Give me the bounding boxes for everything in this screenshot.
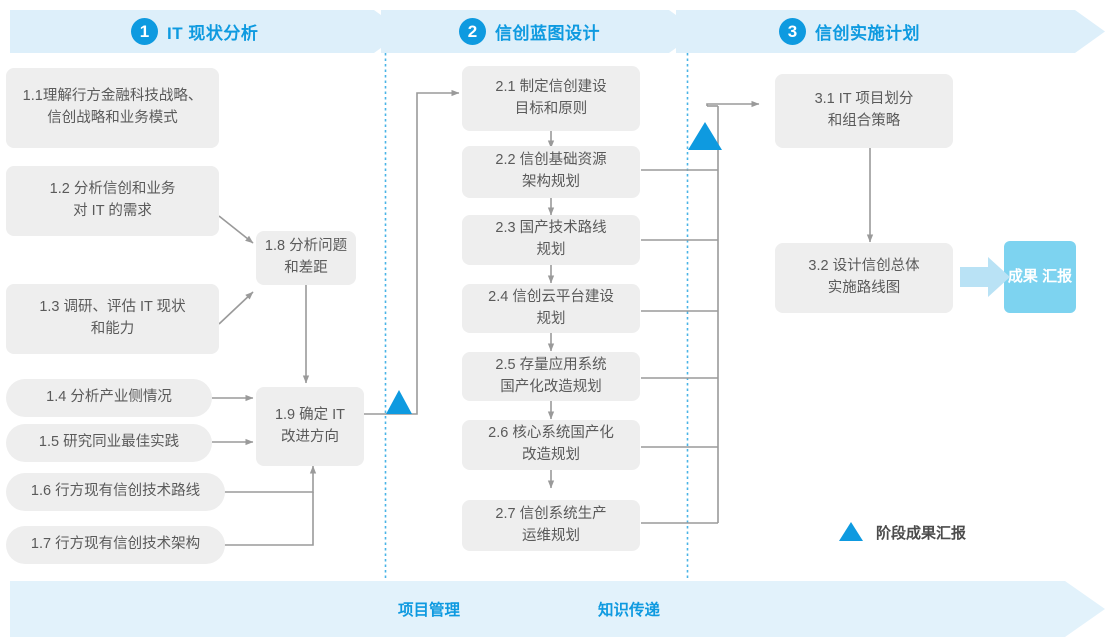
triangle-marker-icon: [839, 522, 863, 541]
box-line: 1.8 分析问题: [264, 238, 348, 255]
chip-line: 汇报: [1042, 267, 1073, 285]
phase-band-2: [381, 10, 699, 53]
process-box-3-1[interactable]: 3.1 IT 项目划分 和组合策略: [775, 74, 953, 148]
box-line: 和差距: [284, 260, 328, 276]
box-line: 2.1 制定信创建设: [495, 78, 607, 95]
box-line: 1.5 研究同业最佳实践: [38, 434, 180, 451]
box-line: 3.1 IT 项目划分: [814, 91, 914, 108]
chip-line: 成果: [1007, 267, 1038, 285]
box-line: 实施路线图: [827, 280, 901, 296]
box-line: 2.6 核心系统国产化: [488, 425, 614, 442]
process-box-2-6[interactable]: 2.6 核心系统国产化 改造规划: [462, 420, 640, 470]
box-line: 1.2 分析信创和业务: [49, 181, 176, 198]
box-line: 1.6 行方现有信创技术路线: [30, 483, 201, 500]
edge-1.7-to-1.9: [212, 492, 314, 546]
phase-number-badge: 1: [131, 18, 158, 45]
process-box-1-5[interactable]: 1.5 研究同业最佳实践: [6, 424, 212, 462]
process-box-2-2[interactable]: 2.2 信创基础资源 架构规划: [462, 146, 640, 198]
edge-1.2-to-1.8: [218, 215, 254, 244]
box-line: 3.2 设计信创总体: [808, 258, 920, 275]
edge-1.6-to-1.9: [212, 465, 317, 493]
box-line: 对 IT 的需求: [73, 203, 152, 219]
box-line: 2.5 存量应用系统: [495, 356, 607, 373]
box-line: 2.7 信创系统生产: [495, 505, 607, 522]
process-box-1-7[interactable]: 1.7 行方现有信创技术架构: [6, 526, 225, 564]
box-line: 运维规划: [522, 527, 580, 544]
phase-number-badge: 3: [779, 18, 806, 45]
box-line: 架构规划: [522, 174, 580, 190]
phase-header-2: 2 信创蓝图设计: [459, 18, 600, 45]
process-box-1-8[interactable]: 1.8 分析问题 和差距: [256, 231, 356, 285]
box-line: 1.3 调研、评估 IT 现状: [39, 299, 186, 316]
edge-1.3-to-1.8: [218, 291, 254, 325]
box-line: 和能力: [90, 321, 135, 337]
edge-1.9-to-2.1: [364, 89, 460, 415]
box-line: 改造规划: [522, 447, 580, 463]
phase-number-badge: 2: [459, 18, 486, 45]
process-box-2-7[interactable]: 2.7 信创系统生产 运维规划: [462, 500, 640, 551]
process-box-1-2[interactable]: 1.2 分析信创和业务 对 IT 的需求: [6, 166, 219, 236]
footer-label-knowledge-transfer: 知识传递: [598, 602, 661, 619]
process-box-1-1[interactable]: 1.1理解行方金融科技战略、 信创战略和业务模式: [6, 68, 219, 148]
process-box-1-9[interactable]: 1.9 确定 IT 改进方向: [256, 387, 364, 466]
box-line: 规划: [536, 242, 566, 258]
phase-title: 信创蓝图设计: [495, 24, 600, 43]
phase-band-1: [10, 10, 404, 53]
legend: 阶段成果汇报: [836, 521, 966, 543]
box-line: 2.3 国产技术路线: [495, 220, 607, 237]
phase-title: IT 现状分析: [167, 24, 259, 43]
box-line: 和组合策略: [827, 113, 901, 129]
process-box-1-3[interactable]: 1.3 调研、评估 IT 现状 和能力: [6, 284, 219, 354]
process-box-1-6[interactable]: 1.6 行方现有信创技术路线: [6, 473, 225, 511]
process-box-2-1[interactable]: 2.1 制定信创建设 目标和原则: [462, 66, 640, 131]
box-line: 2.4 信创云平台建设: [488, 288, 614, 305]
phase-header-3: 3 信创实施计划: [779, 18, 920, 45]
box-line: 1.9 确定 IT: [274, 406, 346, 423]
box-line: 规划: [536, 310, 566, 327]
box-line: 1.1理解行方金融科技战略、: [22, 88, 203, 105]
box-line: 国产化改造规划: [500, 378, 602, 395]
process-box-3-2[interactable]: 3.2 设计信创总体 实施路线图: [775, 243, 953, 313]
box-line: 1.7 行方现有信创技术架构: [30, 536, 201, 553]
legend-label: 阶段成果汇报: [876, 524, 967, 542]
process-box-1-4[interactable]: 1.4 分析产业侧情况: [6, 379, 212, 417]
box-line: 目标和原则: [514, 100, 588, 117]
footer-band: [10, 581, 1105, 637]
result-report-chip[interactable]: 成果 汇报: [1004, 241, 1076, 313]
box-line: 信创战略和业务模式: [47, 110, 178, 126]
phase-title: 信创实施计划: [815, 24, 920, 43]
phase-header-1: 1 IT 现状分析: [131, 18, 258, 45]
box-line: 改进方向: [280, 428, 339, 445]
box-line: 2.2 信创基础资源: [495, 152, 607, 169]
footer-label-project-management: 项目管理: [398, 602, 461, 619]
process-box-2-4[interactable]: 2.4 信创云平台建设 规划: [462, 284, 640, 333]
process-box-2-5[interactable]: 2.5 存量应用系统 国产化改造规划: [462, 352, 640, 401]
process-box-2-3[interactable]: 2.3 国产技术路线 规划: [462, 215, 640, 265]
box-line: 1.4 分析产业侧情况: [46, 389, 172, 406]
